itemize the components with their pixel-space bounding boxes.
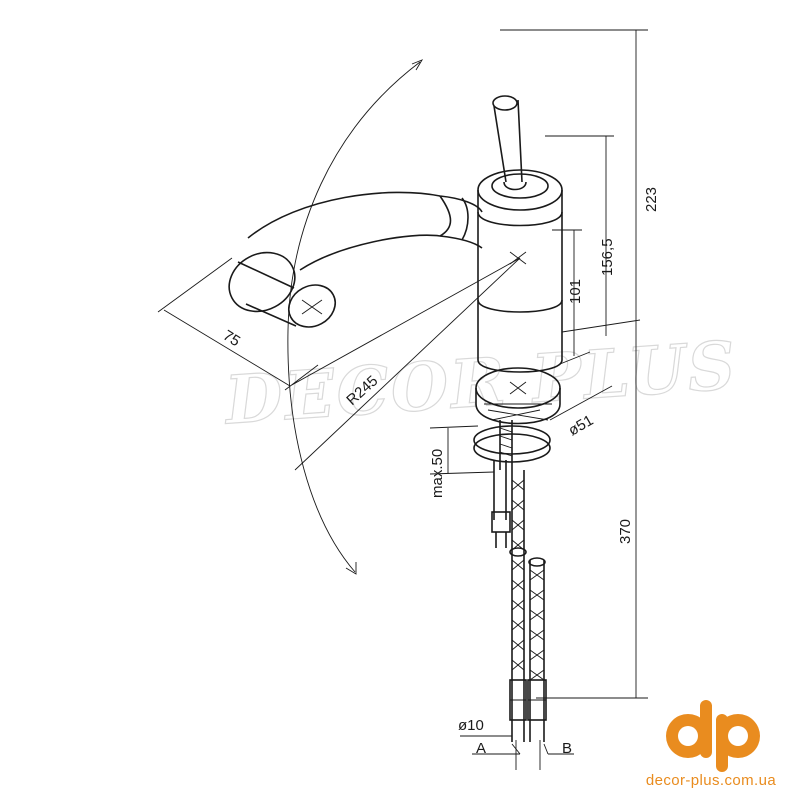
dia51-leader bbox=[549, 385, 613, 421]
dim-223: 223 bbox=[643, 187, 660, 212]
site-url: decor-plus.com.ua bbox=[645, 772, 777, 789]
reach-dim-lines bbox=[157, 257, 521, 391]
dim-370: 370 bbox=[617, 519, 634, 544]
dim-dia10: ø10 bbox=[458, 717, 484, 734]
hose-leaders bbox=[460, 735, 574, 755]
swivel-arc bbox=[287, 61, 421, 573]
dim-75: 75 bbox=[220, 327, 243, 350]
dim-extension-lines bbox=[500, 29, 648, 699]
deck-mounting bbox=[473, 420, 551, 470]
dim-101: 101 bbox=[567, 279, 584, 304]
dim-156-5: 156,5 bbox=[599, 238, 616, 276]
swivel-arc-arrow-bottom bbox=[345, 562, 357, 575]
hose-label-a: A bbox=[476, 740, 486, 757]
decor-plus-logo bbox=[666, 700, 760, 772]
dim-dia51: ø51 bbox=[566, 412, 597, 440]
swivel-arc-arrow-top bbox=[411, 59, 424, 71]
base-plate bbox=[475, 367, 561, 425]
lever-handle bbox=[492, 95, 527, 191]
radius-line bbox=[294, 257, 521, 471]
watermark: DECOR PLUS bbox=[221, 326, 740, 440]
braided-hoses bbox=[509, 470, 547, 770]
max50-lines bbox=[429, 425, 495, 475]
spout bbox=[228, 191, 483, 328]
hose-label-b: B bbox=[562, 740, 572, 757]
dim-max50: max.50 bbox=[429, 449, 446, 498]
threaded-rod bbox=[491, 460, 511, 548]
